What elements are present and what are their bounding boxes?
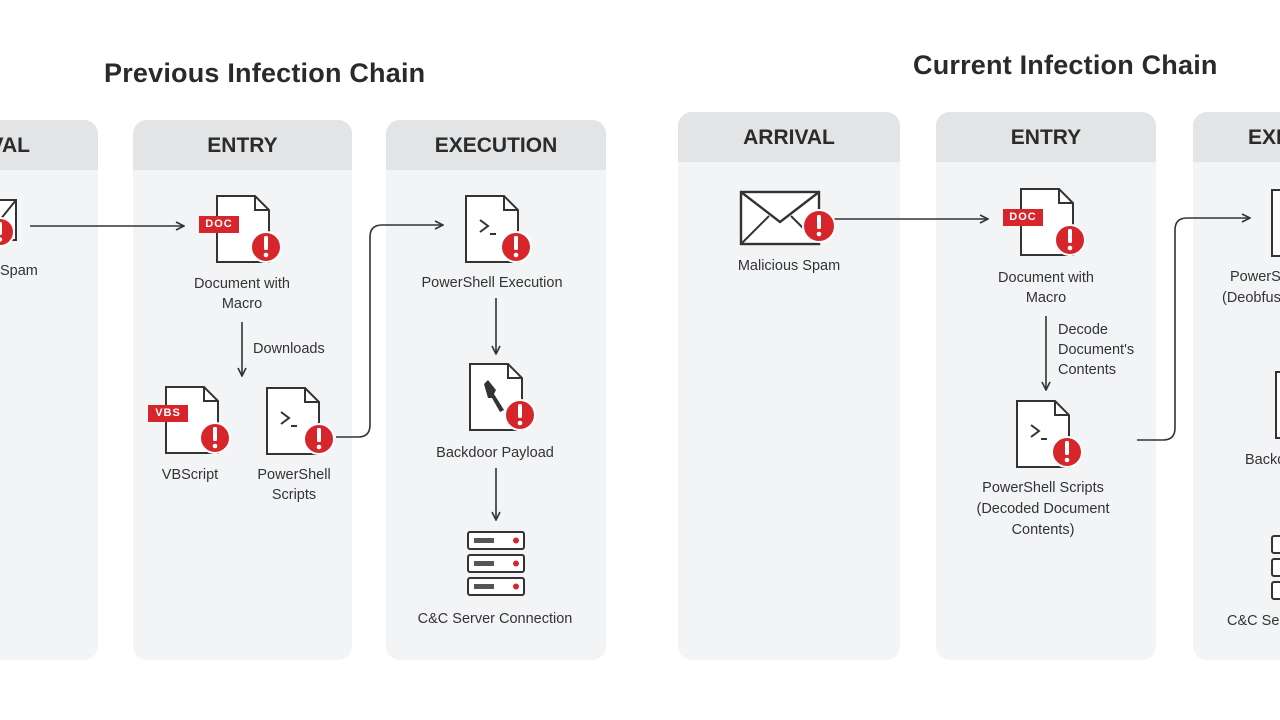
alert-icon [802, 209, 836, 243]
current-backdoor-label: Backd [1245, 452, 1280, 468]
current-chain-title: Current Infection Chain [913, 50, 1218, 80]
current-execution-column: EXE [1193, 112, 1280, 660]
current-spam-label: Malicious Spam [737, 258, 841, 274]
previous-ps-scripts-label-2: Scripts [271, 487, 317, 503]
previous-ps-scripts-label-1: PowerShell [257, 467, 331, 483]
decode-label-2: Document's [1058, 342, 1135, 358]
ps-execution-label: PowerShell Execution [421, 275, 563, 291]
doc-badge: DOC [205, 218, 233, 230]
alert-icon [250, 231, 282, 263]
alert-icon [1054, 224, 1086, 256]
vbscript-label: VBScript [161, 467, 219, 483]
current-ps-execution-icon [1271, 189, 1280, 257]
server-icon [467, 531, 525, 596]
arrow-ps-to-execution [336, 225, 443, 438]
current-server-icon [1271, 535, 1280, 600]
previous-execution-header: EXECUTION [386, 120, 606, 170]
previous-chain-title: Previous Infection Chain [104, 58, 426, 88]
current-doc-label-1: Document with [998, 270, 1094, 286]
envelope-icon [0, 199, 17, 247]
current-powershell-script-icon [1016, 400, 1083, 468]
current-cc-label: C&C Ser [1227, 613, 1280, 629]
doc-file-icon [199, 195, 282, 263]
current-exec-label-1: PowerS [1230, 269, 1280, 285]
previous-arrival-header: VAL [0, 120, 98, 170]
alert-icon [0, 217, 15, 247]
alert-icon [199, 422, 231, 454]
backdoor-payload-icon [469, 363, 536, 431]
alert-icon [504, 399, 536, 431]
current-doc-badge: DOC [1009, 211, 1037, 223]
current-arrival-header: ARRIVAL [678, 112, 900, 162]
current-ps-label-2: (Decoded Document [976, 501, 1110, 517]
decode-label-3: Contents [1058, 362, 1117, 378]
previous-doc-label-1: Document with [194, 276, 290, 292]
arrow-cur-ps-to-execution [1137, 218, 1250, 441]
current-ps-label-1: PowerShell Scripts [982, 480, 1104, 496]
alert-icon [1051, 436, 1083, 468]
current-doc-file-icon [1003, 188, 1086, 256]
alert-icon [500, 231, 532, 263]
current-exec-label-2: (Deobfus [1222, 290, 1280, 306]
current-doc-label-2: Macro [1025, 290, 1067, 306]
powershell-script-icon [266, 387, 335, 455]
vbs-badge: VBS [155, 407, 181, 419]
powershell-execution-icon [465, 195, 532, 263]
current-ps-label-3: Contents) [1011, 522, 1075, 538]
current-backdoor-icon [1275, 371, 1280, 439]
current-entry-header: ENTRY [936, 112, 1156, 162]
bug-icon [484, 380, 504, 412]
vbs-file-icon [148, 386, 231, 454]
current-envelope-icon [739, 190, 836, 246]
decode-label-1: Decode [1058, 322, 1108, 338]
current-execution-header: EXE [1193, 112, 1280, 162]
previous-entry-header: ENTRY [133, 120, 352, 170]
alert-icon [303, 423, 335, 455]
downloads-label: Downloads [253, 341, 325, 357]
previous-spam-label: Spam [0, 263, 38, 279]
previous-doc-label-2: Macro [221, 296, 263, 312]
backdoor-payload-label: Backdoor Payload [436, 445, 554, 461]
cc-server-label: C&C Server Connection [417, 611, 573, 627]
